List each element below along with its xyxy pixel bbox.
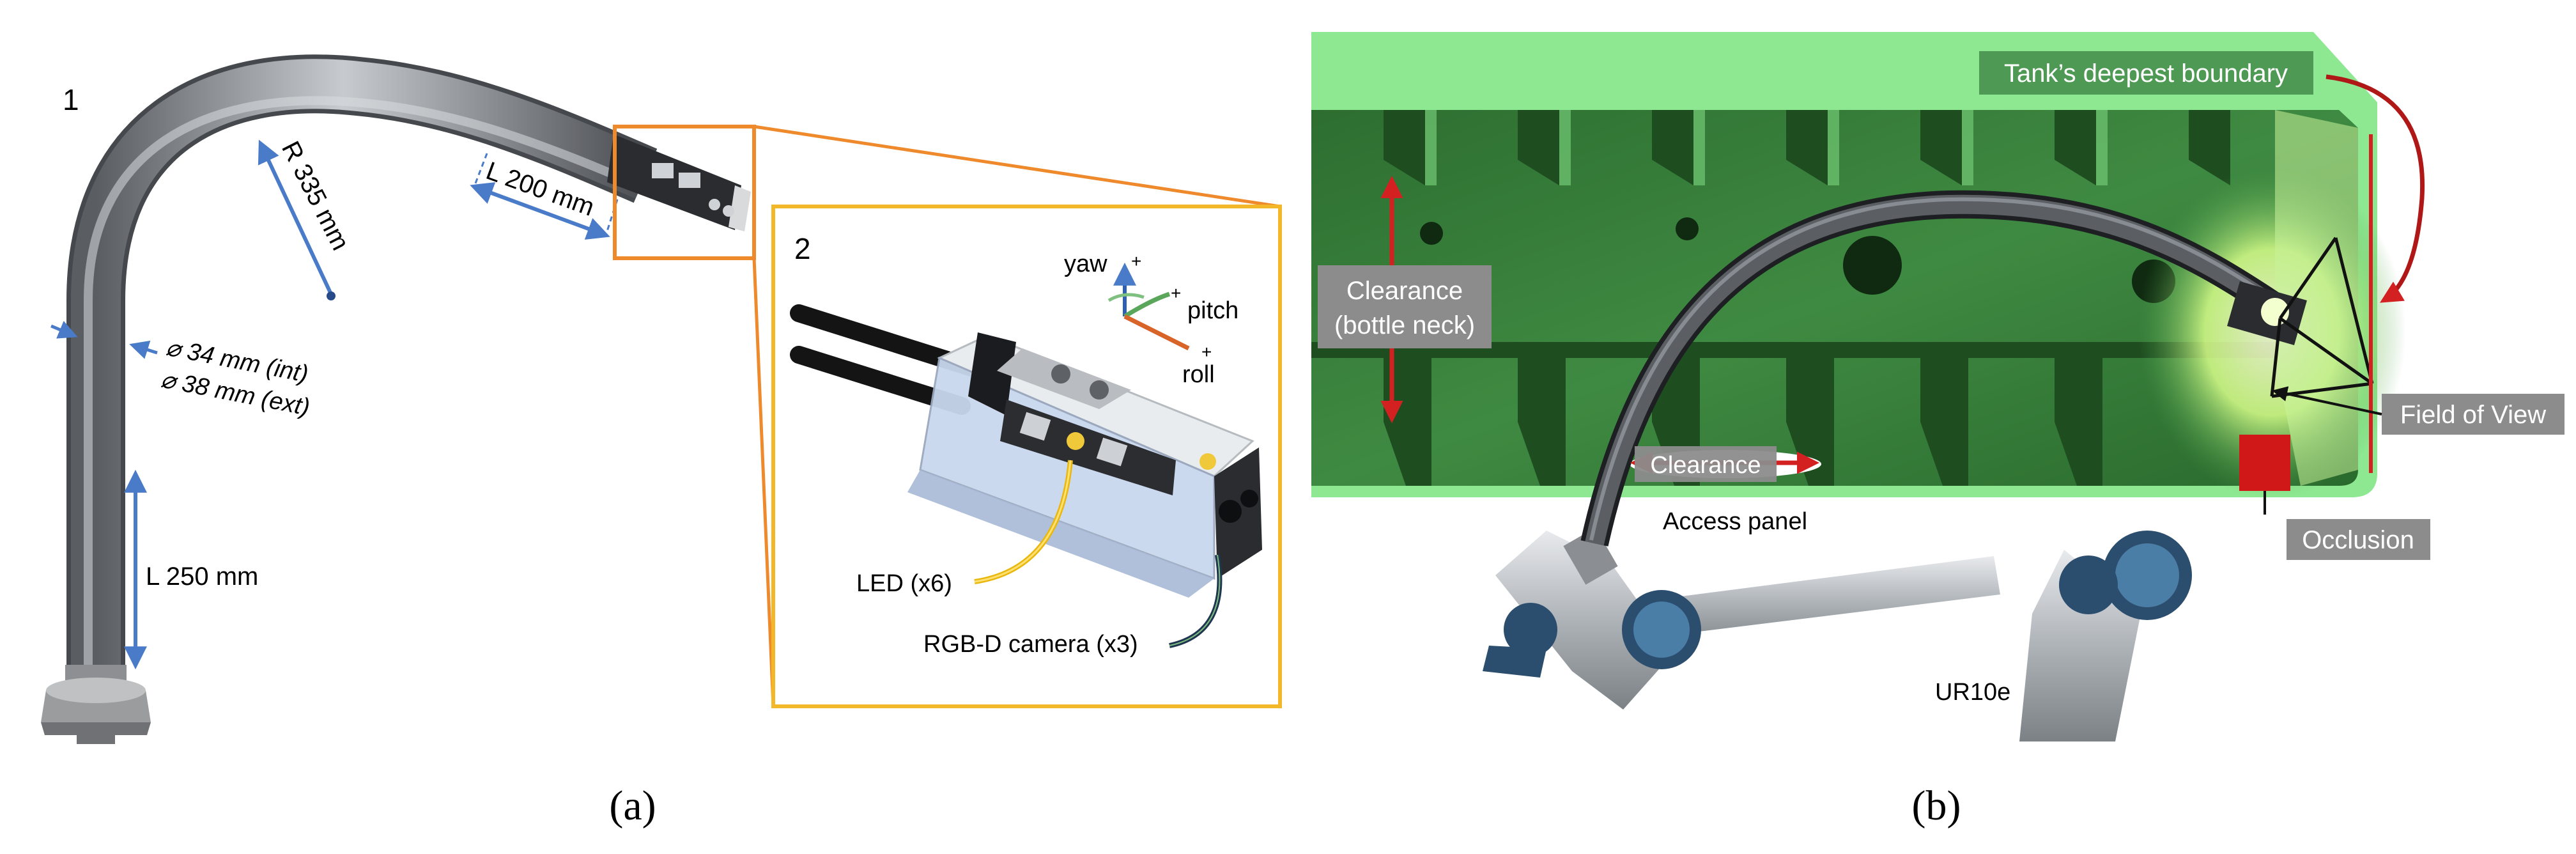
sensor-head-enlarged	[790, 304, 1262, 598]
clearance-panel-tag: Clearance	[1635, 446, 1777, 482]
upper-ribs	[1384, 110, 2230, 185]
roll-plus: +	[1201, 342, 1212, 362]
yaw-plus: +	[1131, 251, 1141, 271]
field-of-view-lines	[2270, 237, 2374, 398]
robot-arm	[1483, 527, 2192, 741]
axis-yaw-label: yaw	[1064, 251, 1107, 277]
svg-text:Tank’s deepest boundary: Tank’s deepest boundary	[2004, 59, 2288, 88]
dimension-base-length: L 250 mm	[124, 469, 258, 670]
pitch-plus: +	[1171, 283, 1181, 303]
led-label: LED (x6)	[856, 570, 952, 597]
base-length-label: L 250 mm	[146, 563, 258, 591]
occlusion-tag: Occlusion	[2287, 519, 2430, 560]
svg-text:(bottle neck): (bottle neck)	[1334, 311, 1475, 339]
flexible-tube	[66, 54, 658, 697]
robot-label: UR10e	[1935, 679, 2010, 706]
view-number-2: 2	[794, 232, 811, 265]
field-of-view-tag: Field of View	[2272, 386, 2564, 435]
axis-pitch-label: pitch	[1187, 297, 1238, 324]
base-mount	[41, 665, 151, 744]
camera-callout: RGB-D camera (x3)	[923, 554, 1222, 658]
panel-a: 1 R 335 mm	[41, 54, 1282, 829]
caption-b: (b)	[1912, 782, 1961, 829]
sensor-head-small	[607, 134, 751, 231]
svg-text:Clearance: Clearance	[1346, 277, 1463, 305]
camera-label: RGB-D camera (x3)	[923, 631, 1138, 658]
svg-text:Occlusion: Occlusion	[2302, 526, 2414, 554]
upper-ribs-light	[1425, 110, 2108, 185]
axis-roll-label: roll	[1182, 361, 1215, 388]
axes-indicator: + + + yaw pitch roll	[1064, 251, 1238, 388]
radius-label: R 335 mm	[276, 137, 355, 254]
tank-shelf	[1311, 342, 2275, 358]
clearance-neck-tag: Clearance (bottle neck)	[1318, 265, 1492, 348]
panel-b: Tank’s deepest boundary Clearance (bottl…	[1311, 32, 2564, 829]
access-panel-label: Access panel	[1663, 508, 1807, 535]
caption-a: (a)	[609, 782, 656, 829]
svg-text:Field of View: Field of View	[2400, 401, 2546, 429]
svg-text:Clearance: Clearance	[1650, 452, 1761, 479]
tank-boundary-tag: Tank’s deepest boundary	[1979, 51, 2313, 95]
occlusion-block	[2239, 435, 2290, 491]
dimension-radius: R 335 mm	[258, 137, 355, 300]
depth-arrow	[2325, 74, 2425, 303]
inspection-tube	[1580, 190, 2307, 547]
view-number-1: 1	[63, 83, 79, 116]
led-callout: LED (x6)	[856, 460, 1073, 597]
